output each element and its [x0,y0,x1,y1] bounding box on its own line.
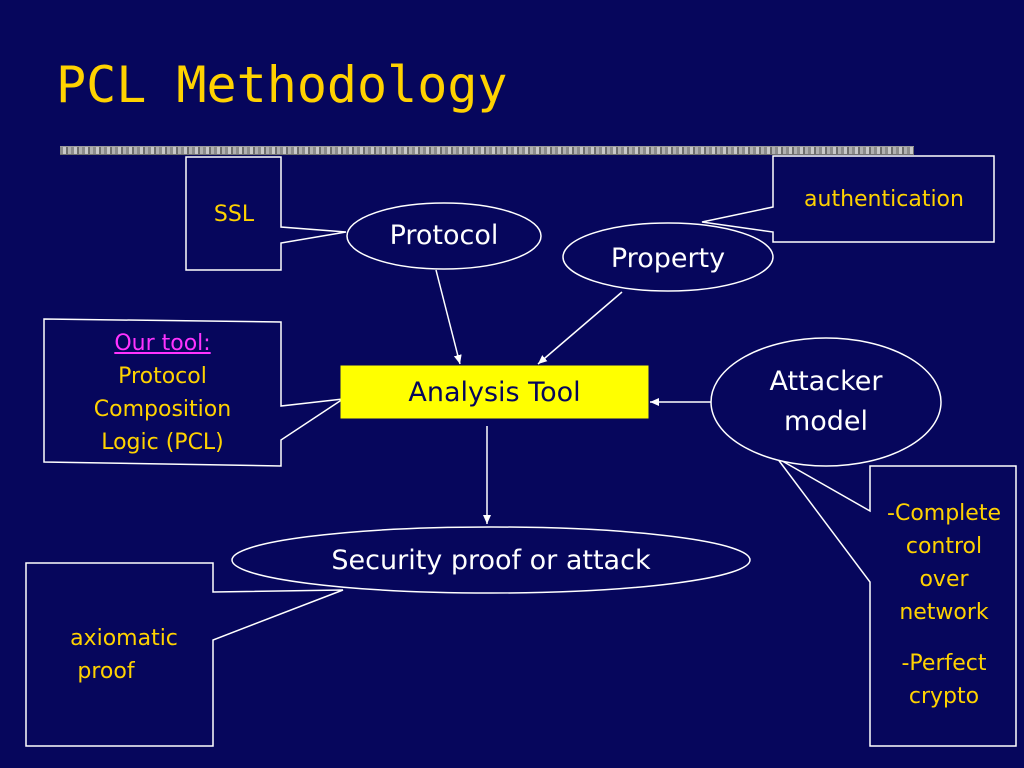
our-tool-line-3: Logic (PCL) [101,430,224,455]
attacker-detail-line-4: network [899,600,989,625]
attacker-detail-line-5: -Perfect [901,651,987,676]
our-tool-link[interactable]: Our tool: [114,331,211,356]
protocol-label: Protocol [389,220,499,251]
our-tool-note: Our tool: Protocol Composition Logic (PC… [50,327,275,459]
title-divider [60,146,914,155]
attacker-detail-line-1: -Complete [887,501,1001,526]
attacker-model-label: Attacker model [711,362,941,442]
ssl-callout [185,156,347,271]
security-proof-label: Security proof or attack [331,545,651,576]
authentication-callout [701,155,995,243]
analysis-tool-label: Analysis Tool [408,377,581,408]
our-tool-line-1: Protocol [118,364,207,389]
attacker-details-callout [776,457,1017,747]
axiomatic-line-1: axiomatic [70,626,178,651]
attacker-model-line-2: model [783,406,869,437]
attacker-details-note: -Complete control over network -Perfect … [873,497,1015,713]
axiomatic-note: axiomatic proof [44,622,204,688]
our-tool-callout [43,318,344,467]
attacker-detail-line-2: control [905,534,983,559]
attacker-detail-line-3: over [919,567,969,592]
ssl-note: SSL [213,202,255,227]
protocol-node [346,202,542,270]
property-label: Property [610,243,726,274]
property-node [562,222,774,292]
security-proof-node [231,526,751,594]
axiomatic-line-2: proof [77,659,135,684]
attacker-model-line-1: Attacker [769,366,883,397]
protocol-to-tool-arrow [435,269,462,365]
slide-title: PCL Methodology [56,56,508,114]
property-to-tool-arrow [537,291,623,365]
analysis-tool-box [340,365,649,419]
attacker-detail-line-6: crypto [908,684,980,709]
authentication-note: authentication [804,187,964,212]
our-tool-line-2: Composition [93,397,232,422]
axiomatic-callout [25,562,344,747]
